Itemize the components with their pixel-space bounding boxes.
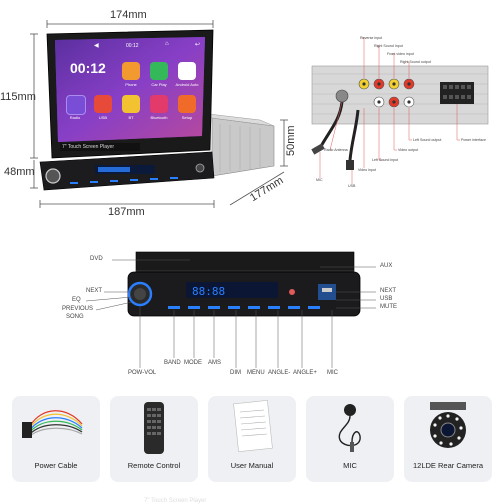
dim-width-top: 174mm	[110, 9, 147, 21]
app-tile-usb[interactable]	[94, 95, 112, 113]
accessory-card-mic	[306, 396, 394, 482]
app-tile-bluetooth[interactable]	[150, 95, 168, 113]
label-mic: MIC	[327, 370, 338, 376]
label-dim: DIM	[230, 370, 241, 376]
label-aux: AUX	[380, 263, 393, 269]
mic-icon	[338, 404, 361, 452]
home-icon: ⌂	[165, 41, 169, 47]
port-label-usb: USB	[348, 184, 356, 188]
volume-icon: ◀︎	[94, 43, 99, 49]
app-label-android-auto: Android Auto	[175, 82, 199, 87]
app-label-carplay: Car Play	[151, 82, 167, 87]
accessory-label-camera: 12LDE Rear Camera	[412, 461, 484, 470]
dim-height-left: 115mm	[0, 91, 36, 103]
port-label-right-sound-input: Right Sound Input	[374, 44, 403, 48]
port-label-radio-antenna: Radio Antenna	[324, 148, 348, 152]
port-label-left-sound-input: Left Sound input	[372, 158, 399, 162]
app-tile-phone[interactable]	[122, 62, 140, 80]
label-usb: USB	[380, 296, 393, 302]
app-tile-setup[interactable]	[178, 95, 196, 113]
port-label-video-input: Video input	[358, 168, 376, 172]
port-label-video-output: Video output	[398, 148, 419, 152]
port-label-left-sound-output: Left Sound output	[413, 138, 442, 142]
label-song: SONG	[66, 314, 84, 320]
accessory-card-power-cable	[12, 396, 100, 482]
dim-width-bottom: 187mm	[108, 206, 145, 218]
label-previous: PREVIOUS	[62, 306, 94, 312]
accessory-card-remote	[110, 396, 198, 482]
screen-brand-label: 7" Touch Screen Player	[62, 144, 114, 150]
svg-text:88:88: 88:88	[192, 285, 225, 298]
app-label-phone: Phone	[125, 82, 137, 87]
rear-ports-diagram: Reverse input Right Sound Input Front vi…	[300, 0, 500, 240]
label-dvd: DVD	[90, 256, 103, 262]
port-label-right-sound-output: Right Sound output	[400, 60, 431, 64]
app-label-bluetooth: Bluetooth	[150, 115, 168, 120]
port-label-mic: MIC	[316, 178, 323, 182]
front-brand-label: 7" Touch Screen Player	[144, 498, 207, 504]
app-label-usb: USB	[98, 115, 108, 120]
app-tile-radio[interactable]	[66, 95, 86, 115]
front-panel-diagram: 88:88	[0, 240, 500, 504]
dim-depth-small: 48mm	[4, 166, 35, 178]
status-time: 00:12	[126, 43, 139, 49]
accessory-label-mic: MIC	[343, 461, 357, 470]
rear-panel-drawing	[311, 37, 489, 184]
accessory-label-manual: User Manual	[230, 461, 274, 470]
label-eq: EQ	[72, 297, 81, 303]
user-manual-icon	[233, 400, 273, 452]
rear-camera-icon	[430, 402, 466, 448]
app-tile-carplay[interactable]	[150, 62, 168, 80]
remote-control-icon	[144, 402, 164, 454]
back-icon: ↩	[195, 42, 201, 48]
accessory-card-manual	[208, 396, 296, 482]
dimension-diagram: 174mm 115mm 48mm 187mm 177mm 50mm 00:12 …	[0, 0, 300, 240]
label-next-right: NEXT	[380, 288, 397, 294]
label-mute: MUTE	[380, 304, 397, 310]
label-next-left: NEXT	[86, 288, 103, 294]
label-menu: MENU	[247, 370, 265, 376]
dimension-lines	[30, 20, 288, 208]
app-label-setup: Setup	[181, 115, 193, 120]
accessory-card-camera	[404, 396, 492, 482]
label-angle-plus: ANGLE+	[293, 370, 317, 376]
front-panel-drawing: 88:88	[85, 251, 376, 368]
accessory-label-remote: Remote Control	[127, 461, 181, 470]
label-mode: MODE	[184, 360, 202, 366]
dim-height-right: 50mm	[285, 125, 297, 156]
label-pow-vol: POW-VOL	[128, 370, 157, 376]
app-tile-bt[interactable]	[122, 95, 140, 113]
port-label-power-interface: Power interface	[461, 138, 486, 142]
label-band: BAND	[164, 360, 181, 366]
screen-time: 00:12	[70, 60, 106, 76]
label-angle-minus: ANGLE-	[268, 370, 291, 376]
app-tile-android-auto[interactable]	[178, 62, 196, 80]
accessory-label-power-cable: Power Cable	[34, 461, 78, 470]
port-label-front-video-input: Front video input	[387, 52, 414, 56]
label-ams: AMS	[208, 360, 222, 366]
power-cable-icon	[22, 410, 83, 438]
port-label-reverse-input: Reverse input	[360, 36, 383, 40]
app-label-radio: Radio	[69, 115, 81, 120]
app-label-bt: BT	[128, 115, 134, 120]
